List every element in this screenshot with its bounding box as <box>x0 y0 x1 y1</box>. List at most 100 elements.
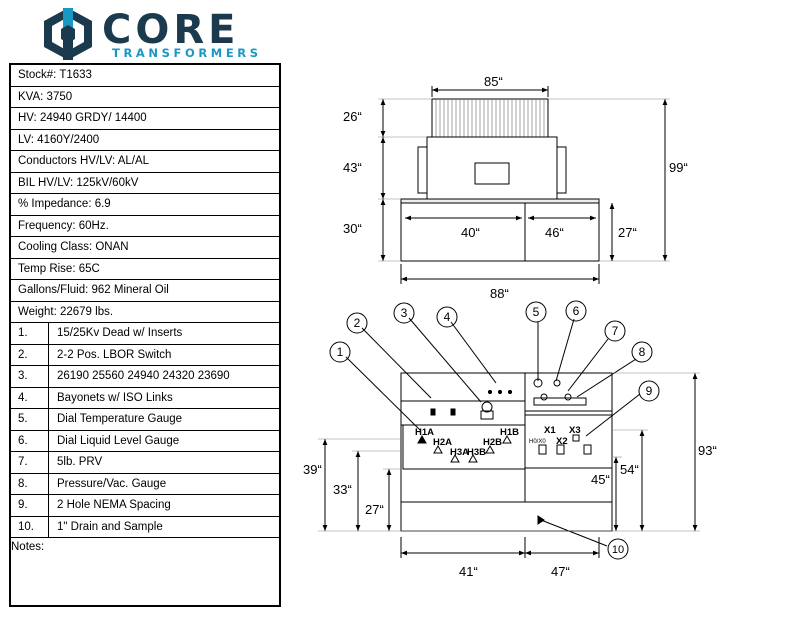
callout-8: 8 <box>639 345 646 359</box>
dim-base: 30“ <box>343 221 362 236</box>
feature-row: 3. 26190 25560 24940 24320 23690 <box>11 366 279 388</box>
dim-hv-compartment: 40“ <box>461 225 480 240</box>
feature-desc: Dial Liquid Level Gauge <box>57 434 180 447</box>
top-view <box>378 86 670 284</box>
brand-tagline: TRANSFORMERS <box>112 46 262 60</box>
feature-number: 2. <box>18 348 28 361</box>
feature-desc: 2 Hole NEMA Spacing <box>57 499 171 511</box>
tank-body <box>426 136 558 200</box>
feature-number: 10. <box>18 520 34 533</box>
feature-number: 1. <box>18 327 28 339</box>
dim-width: 85“ <box>484 74 503 89</box>
feature-row: 2. 2-2 Pos. LBOR Switch <box>11 344 279 366</box>
spec-row: Conductors HV/LV: AL/AL <box>11 151 279 173</box>
feature-desc: Bayonets w/ ISO Links <box>57 391 173 404</box>
spec-hv: HV: 24940 GRDY/ 14400 <box>18 112 147 124</box>
feature-number: 9. <box>18 499 28 511</box>
spec-row: Temp Rise: 65C <box>11 259 279 280</box>
feature-number: 8. <box>18 477 28 490</box>
spec-row: BIL HV/LV: 125kV/60kV <box>11 173 279 194</box>
label-x1: X1 <box>544 425 556 436</box>
feature-row: 10. 1" Drain and Sample <box>11 516 279 538</box>
spec-frequency: Frequency: 60Hz. <box>18 219 109 232</box>
feature-number: 5. <box>18 413 28 425</box>
feature-desc: 5lb. PRV <box>57 456 103 468</box>
dim-compartment-depth: 27“ <box>618 225 637 240</box>
callout-6: 6 <box>573 304 580 318</box>
spec-temp-rise: Temp Rise: 65C <box>18 262 100 275</box>
dim-overall-width: 88“ <box>490 286 509 301</box>
spec-row: LV: 4160Y/2400 <box>11 130 279 151</box>
dim-lv-width: 47“ <box>551 564 570 579</box>
callout-3: 3 <box>401 306 408 320</box>
spec-row: Gallons/Fluid: 962 Mineral Oil <box>11 280 279 302</box>
feature-desc: 26190 25560 24940 24320 23690 <box>57 370 230 382</box>
label-h2b: H2B <box>483 437 502 448</box>
spec-row: HV: 24940 GRDY/ 14400 <box>11 108 279 130</box>
feature-row: 1. 15/25Kv Dead w/ Inserts <box>11 323 279 345</box>
spec-kva: KVA: 3750 <box>18 90 73 103</box>
label-h3a: H3A <box>450 447 469 458</box>
dim-hv-height: 39“ <box>303 462 322 477</box>
callout-4: 4 <box>444 310 451 324</box>
feature-row: 6. Dial Liquid Level Gauge <box>11 430 279 452</box>
feature-number: 6. <box>18 434 28 447</box>
compartment-plan <box>400 198 600 262</box>
notes-label: Notes: <box>11 541 45 553</box>
dim-hv-width: 41“ <box>459 564 478 579</box>
feature-row: 8.Pressure/Vac. Gauge <box>11 473 279 495</box>
dim-lv-high: 54“ <box>620 462 639 477</box>
spec-conductors: Conductors HV/LV: AL/AL <box>18 155 150 167</box>
dim-tank: 43“ <box>343 160 362 175</box>
front-view <box>318 300 700 560</box>
dim-lv-compartment: 46“ <box>545 225 564 240</box>
dim-hv-low: 27“ <box>365 502 384 517</box>
spec-impedance: % Impedance: 6.9 <box>18 198 111 210</box>
hexagon-logo-icon <box>44 8 92 60</box>
dim-lv-mid: 45“ <box>591 472 610 487</box>
feature-number: 7. <box>18 456 28 468</box>
front-view-dimensions: 39“ 33“ 27“ 45“ 54“ 93“ 41“ 47“ <box>303 443 717 579</box>
spec-row: Cooling Class: ONAN <box>11 237 279 259</box>
feature-row: 4. Bayonets w/ ISO Links <box>11 387 279 409</box>
spec-row: Frequency: 60Hz. <box>11 216 279 237</box>
spec-gallons: Gallons/Fluid: 962 Mineral Oil <box>18 284 169 296</box>
callout-2: 2 <box>354 316 361 330</box>
label-h1b: H1B <box>500 427 519 438</box>
spec-row: KVA: 3750 <box>11 87 279 108</box>
callout-7: 7 <box>612 324 619 338</box>
spec-stock: Stock#: T1633 <box>18 69 92 81</box>
callout-1: 1 <box>337 345 344 359</box>
callout-9: 9 <box>646 384 653 398</box>
feature-number: 4. <box>18 391 28 404</box>
label-h1a: H1A <box>415 427 434 438</box>
dim-front-total: 93“ <box>698 443 717 458</box>
feature-row: 7. 5lb. PRV <box>11 452 279 474</box>
spec-table: Stock#: T1633 KVA: 3750 HV: 24940 GRDY/ … <box>9 63 281 607</box>
dim-total-height: 99“ <box>669 160 688 175</box>
spec-row: Weight: 22679 lbs. <box>11 302 279 323</box>
feature-row: 5. Dial Temperature Gauge <box>11 409 279 431</box>
dim-fins: 26“ <box>343 109 362 124</box>
spec-lv: LV: 4160Y/2400 <box>18 133 100 146</box>
feature-desc: 2-2 Pos. LBOR Switch <box>57 348 172 361</box>
feature-desc: 15/25Kv Dead w/ Inserts <box>57 327 183 339</box>
bushing-labels: H1A H2A H3A H1B H2B H3B X1 X2 X3 H0/X0 <box>415 425 581 458</box>
feature-row: 9. 2 Hole NEMA Spacing <box>11 495 279 517</box>
top-view-dimensions: 85“ 26“ 43“ 30“ 99“ 40“ 46“ 27“ 88“ <box>343 74 688 301</box>
dim-hv-mid: 33“ <box>333 482 352 497</box>
label-h0x0: H0/X0 <box>529 439 546 445</box>
spec-weight: Weight: 22679 lbs. <box>18 305 114 318</box>
spec-row: % Impedance: 6.9 <box>11 194 279 216</box>
callout-5: 5 <box>533 305 540 319</box>
cooling-fins <box>431 98 549 138</box>
spec-row: Stock#: T1633 <box>11 65 279 87</box>
spec-cooling: Cooling Class: ONAN <box>18 241 129 253</box>
core-transformers-logo: CORE TRANSFORMERS <box>40 5 260 63</box>
feature-number: 3. <box>18 370 28 382</box>
feature-desc: 1" Drain and Sample <box>57 520 163 533</box>
feature-desc: Dial Temperature Gauge <box>57 413 183 425</box>
callouts: 1 2 3 4 5 6 7 8 9 10 <box>337 304 653 556</box>
spec-bil: BIL HV/LV: 125kV/60kV <box>18 176 139 189</box>
